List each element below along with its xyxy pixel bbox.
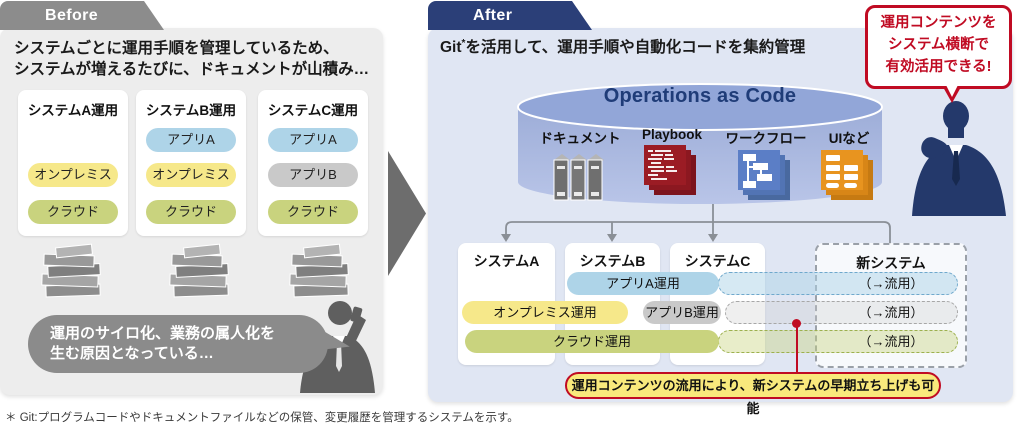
top-callout: 運用コンテンツを システム横断で 有効活用できる! (865, 5, 1012, 89)
before-bubble-line1: 運用のサイロ化、業務の属人化を (50, 325, 276, 342)
before-system-c-box: システムC運用 アプリA アプリB クラウド (258, 90, 368, 236)
binder-icon (553, 154, 604, 201)
pill-onpremise: オンプレミス (28, 163, 118, 187)
cylinder-item-label: ドキュメント (539, 131, 621, 146)
after-system-a-title: システムA (473, 253, 540, 269)
document-stack-icon (169, 243, 229, 298)
transition-arrow-icon (388, 151, 426, 276)
cylinder-item-document: ドキュメント (525, 127, 635, 202)
cylinder-item-label: ワークフロー (725, 131, 807, 146)
annotation-line (796, 323, 798, 373)
cylinder-item-label: Playbook (641, 127, 703, 142)
cylinder-item-ui: UIなど (794, 127, 904, 202)
pill-app-a-ops: アプリA運用 (567, 272, 719, 295)
reuse-extension-app-b (725, 301, 958, 324)
before-system-a-title: システムA運用 (27, 103, 119, 118)
annotation-dot-icon (792, 319, 801, 328)
cylinder-item-label: UIなど (828, 131, 870, 146)
top-callout-line1: 運用コンテンツを (880, 15, 997, 31)
top-callout-line3: 有効活用できる! (885, 58, 992, 75)
after-lead-text: Git*を活用して、運用手順や自動化コードを集約管理 (440, 37, 805, 59)
pill-onpremise-ops: オンプレミス運用 (462, 301, 628, 324)
before-system-c-title: システムC運用 (267, 103, 359, 118)
git-word: Git (440, 39, 462, 57)
reuse-label-app-b: （→流用） (858, 305, 924, 320)
ui-pages-icon (821, 150, 873, 200)
after-system-c-title: システムC (684, 253, 751, 269)
before-system-a-box: システムA運用 オンプレミス クラウド (18, 90, 128, 236)
workflow-pages-icon (738, 150, 790, 200)
pill-cloud: クラウド (28, 200, 118, 224)
before-lead-line1: システムごとに運用手順を管理しているため、 (14, 40, 339, 57)
reuse-label-app-a: （→流用） (858, 276, 924, 291)
pill-app-b-ops: アプリB運用 (643, 301, 721, 324)
footnote: ＊ Git:プログラムコードやドキュメントファイルなどの保管、変更履歴を管理する… (5, 412, 519, 424)
before-panel: システムごとに運用手順を管理しているため、 システムが増えるたびに、ドキュメント… (0, 28, 383, 395)
cylinder-item-workflow: ワークフロー (711, 127, 821, 202)
after-banner: After (428, 1, 592, 30)
bottom-callout: 運用コンテンツの流用により、新システムの早期立ち上げも可能 (565, 372, 941, 416)
before-lead-text: システムごとに運用手順を管理しているため、 システムが増えるたびに、ドキュメント… (14, 38, 369, 81)
pill-cloud: クラウド (146, 200, 236, 224)
pill-app-b: アプリB (268, 163, 358, 187)
cylinder-title: Operations as Code (603, 85, 797, 107)
reuse-label-cloud: （→流用） (858, 334, 924, 349)
code-pages-icon (644, 145, 696, 195)
pill-cloud-ops: クラウド運用 (465, 330, 719, 353)
git-asterisk: * (461, 38, 466, 49)
top-callout-line2: システム横断で (887, 36, 990, 53)
pill-onpremise: オンプレミス (146, 163, 236, 187)
document-stack-icon (289, 243, 349, 298)
pill-cloud: クラウド (268, 200, 358, 224)
after-system-new-title: 新システム (856, 255, 926, 271)
after-system-b-title: システムB (579, 253, 646, 269)
pill-app-a: アプリA (268, 128, 358, 152)
repository-cylinder-icon (517, 83, 883, 204)
cylinder-item-playbook: Playbook (617, 127, 727, 197)
before-system-b-box: システムB運用 アプリA オンプレミス クラウド (136, 90, 246, 236)
fist-man-silhouette-icon (912, 101, 1006, 216)
branch-connector-icon (501, 204, 891, 244)
before-banner: Before (0, 1, 164, 30)
document-stack-icon (41, 243, 101, 298)
before-speech-bubble: 運用のサイロ化、業務の属人化を 生む原因となっている… (28, 315, 328, 373)
before-bubble-line2: 生む原因となっている… (50, 345, 214, 363)
after-lead-rest: を活用して、運用手順や自動化コードを集約管理 (465, 39, 806, 57)
before-lead-line2: システムが増えるたびに、ドキュメントが山積み… (14, 61, 370, 79)
after-system-new-box: 新システム (815, 243, 967, 368)
callout-tail-inner (946, 85, 958, 97)
pill-app-a: アプリA (146, 128, 236, 152)
before-system-b-title: システムB運用 (145, 103, 237, 118)
